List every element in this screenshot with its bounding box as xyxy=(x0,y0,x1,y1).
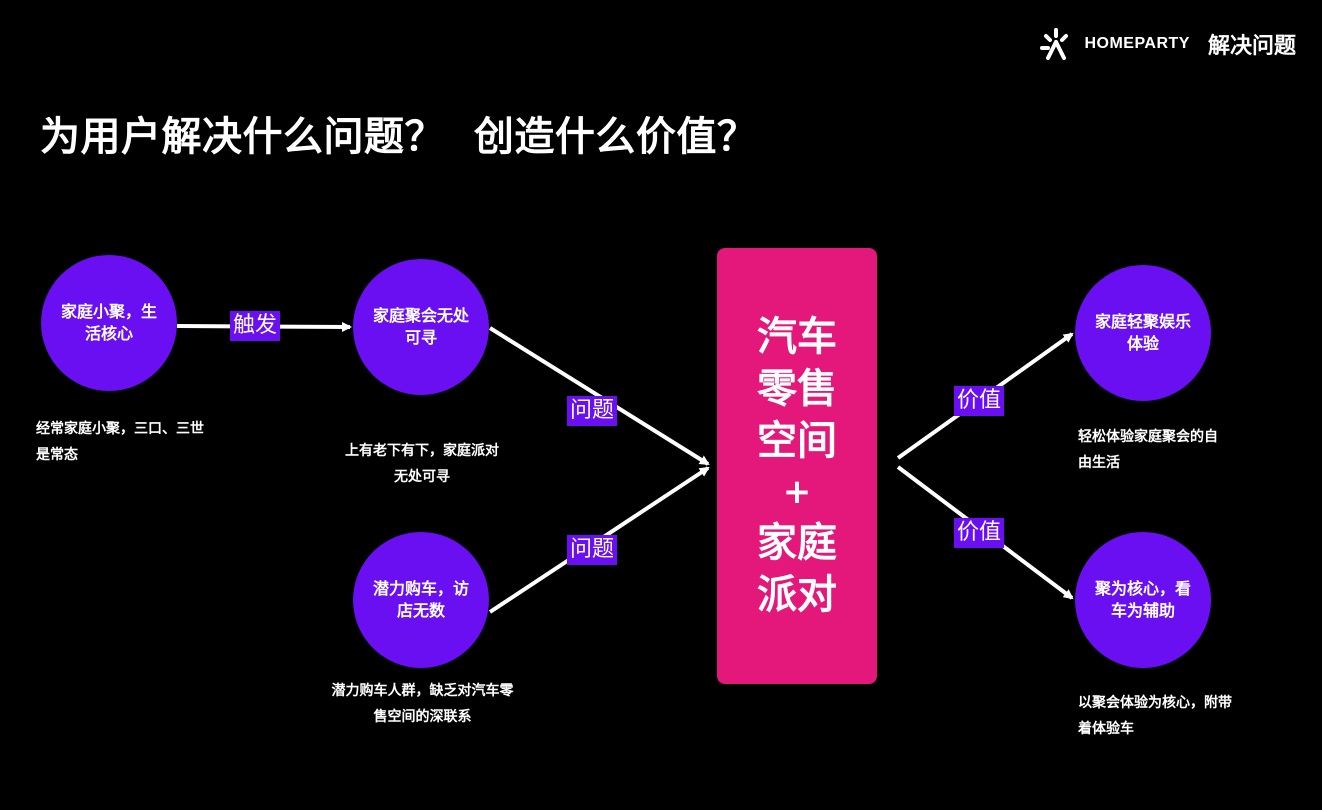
tag-value-top: 价值 xyxy=(954,386,1005,416)
node-gathering-core-label: 聚为核心，看车为辅助 xyxy=(1094,579,1191,620)
node-easy-entertainment-label: 家庭轻聚娱乐体验 xyxy=(1094,312,1191,353)
note-easy-entertainment: 轻松体验家庭聚会的自由生活 xyxy=(1078,429,1218,471)
brand-tag: 解决问题 xyxy=(1207,34,1296,59)
node-car-buyers-label: 潜力购车，访店无数 xyxy=(372,579,469,620)
note-no-venue: 上有老下有下，家庭派对无处可寻 xyxy=(345,443,499,485)
homeparty-spark-logo-icon xyxy=(1040,28,1069,60)
tag-problem-bottom: 问题 xyxy=(567,535,618,565)
node-no-venue: 家庭聚会无处可寻 xyxy=(353,259,489,395)
note-gathering-core: 以聚会体验为核心，附带着体验车 xyxy=(1078,695,1232,737)
tag-problem-top: 问题 xyxy=(567,396,618,426)
tag-trigger: 触发 xyxy=(230,311,281,341)
node-family-gathering-label: 家庭小聚，生活核心 xyxy=(60,302,157,343)
center-title-top: 汽车零售空间 xyxy=(757,314,837,464)
note-family-gathering: 经常家庭小聚，三口、三世是常态 xyxy=(36,421,204,463)
brand-name: HOMEPARTY xyxy=(1084,35,1190,52)
center-title-bottom: 家庭派对 xyxy=(757,520,837,618)
note-car-buyers: 潜力购车人群，缺乏对汽车零售空间的深联系 xyxy=(331,683,514,725)
node-gathering-core: 聚为核心，看车为辅助 xyxy=(1075,532,1211,668)
tag-value-bottom: 价值 xyxy=(954,518,1005,548)
center-concept-box: 汽车零售空间 + 家庭派对 xyxy=(717,248,877,684)
node-car-buyers: 潜力购车，访店无数 xyxy=(353,532,489,668)
node-no-venue-label: 家庭聚会无处可寻 xyxy=(372,306,469,347)
node-family-gathering: 家庭小聚，生活核心 xyxy=(41,255,177,391)
page-title: 为用户解决什么问题？ 创造什么价值？ xyxy=(40,114,758,160)
brand-header: HOMEPARTY 解决问题 xyxy=(1038,26,1296,62)
node-easy-entertainment: 家庭轻聚娱乐体验 xyxy=(1075,265,1211,401)
center-plus: + xyxy=(782,472,812,512)
